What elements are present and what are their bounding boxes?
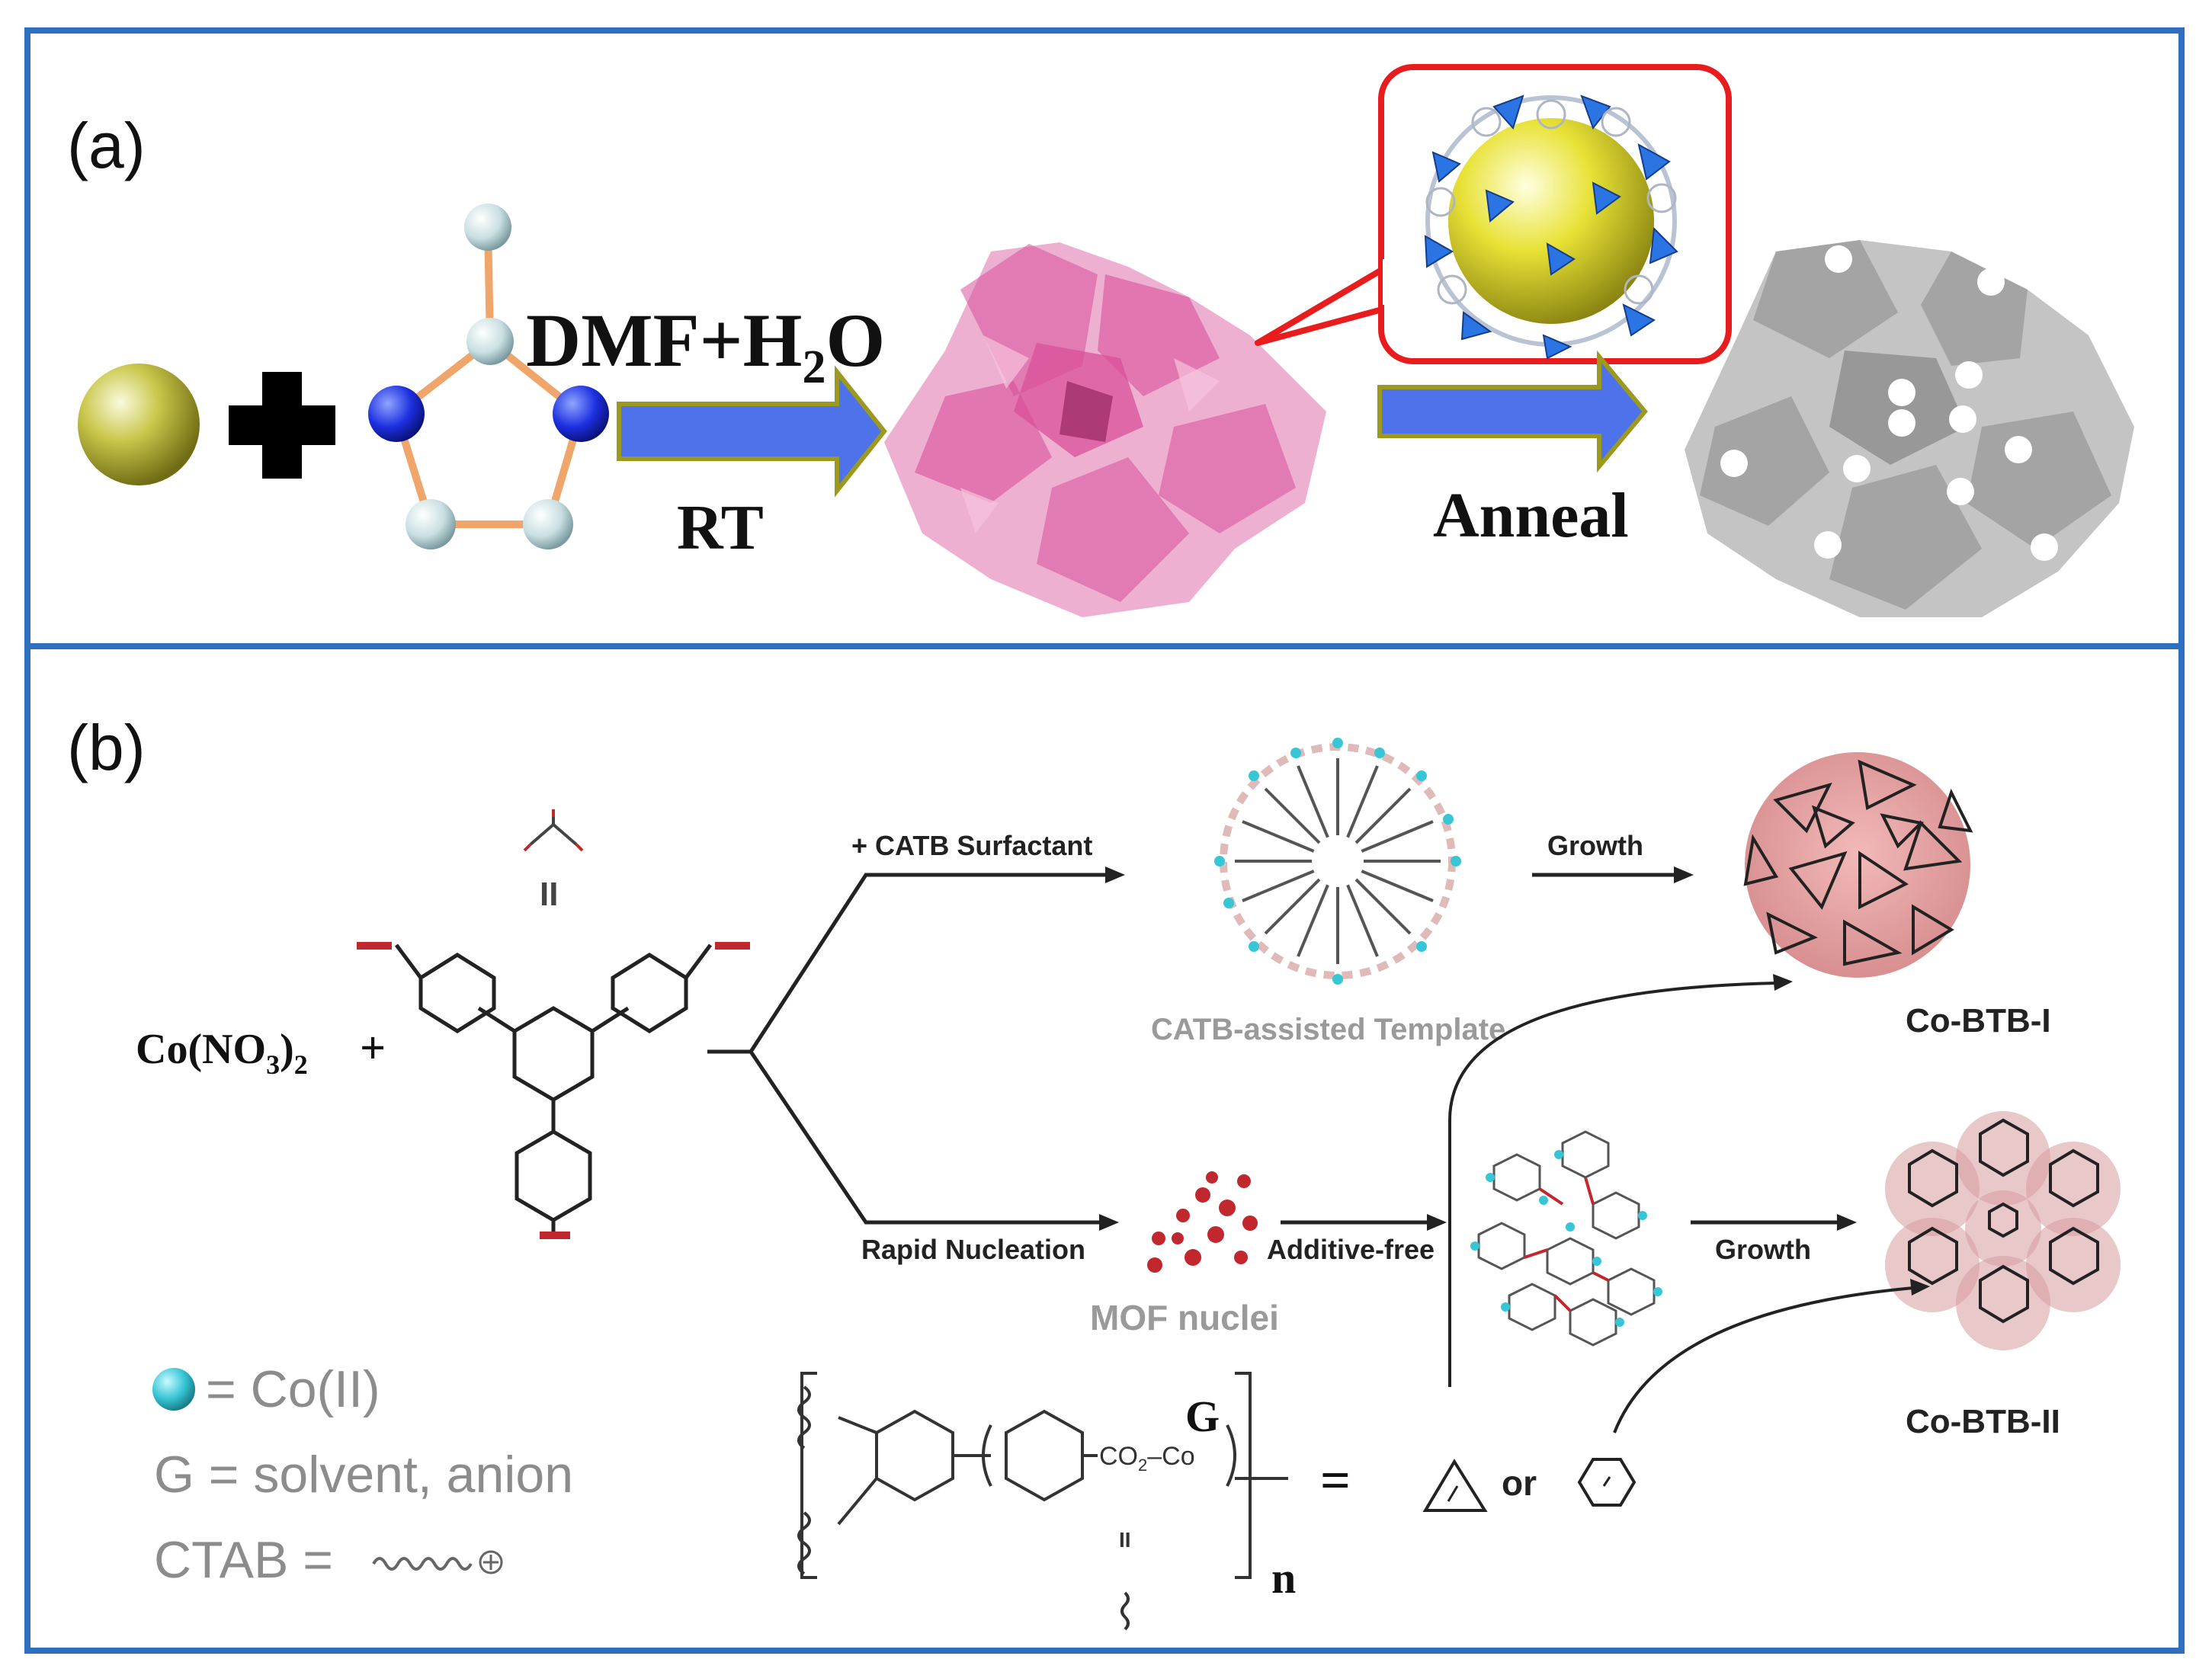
- arrow-head: [1427, 1214, 1447, 1231]
- rt-arrow: [617, 365, 887, 498]
- legend-co: = Co(II): [206, 1360, 380, 1418]
- svg-text:n: n: [1271, 1553, 1296, 1603]
- triangle-sbu-icon: [1422, 1459, 1488, 1512]
- co-ion-icon: [152, 1368, 195, 1411]
- metal-ion-sphere: [78, 364, 200, 485]
- route-top-label: + CATB Surfactant: [851, 830, 1092, 861]
- branch-lines: [707, 873, 1110, 1225]
- panel-a-label: (a): [67, 110, 146, 181]
- hexagon-sbu-icon: [1577, 1458, 1637, 1507]
- arrow-head: [1105, 866, 1125, 883]
- arrow-head: [1773, 974, 1793, 991]
- svg-text:G: G: [1185, 1392, 1220, 1441]
- template-caption: CATB-assisted Template: [1151, 1013, 1505, 1046]
- legend-g: G = solvent, anion: [154, 1446, 573, 1504]
- gray-porous-flower: [1685, 240, 2134, 617]
- reactant-plus: +: [360, 1023, 386, 1073]
- nuclei-caption: MOF nuclei: [1090, 1298, 1279, 1337]
- svg-text:=: =: [1320, 1452, 1351, 1510]
- tritopic-node-icon: [523, 809, 584, 852]
- solvent-label: DMF+H2O: [526, 298, 885, 393]
- svg-text:II: II: [1119, 1528, 1131, 1552]
- arrow-head: [1837, 1214, 1857, 1231]
- curved-arrow-to-co-btb-ii: [1613, 1286, 1914, 1433]
- ctab-micelle-template: [1214, 738, 1461, 985]
- co-btb-ii-flower: [1885, 1111, 2121, 1350]
- route-bottom-label: Rapid Nucleation: [861, 1234, 1085, 1265]
- imidazole-ligand: [368, 203, 609, 549]
- legend-ctab: CTAB =: [154, 1531, 333, 1589]
- arrow-head: [1099, 1214, 1119, 1231]
- anneal-arrow: [1377, 350, 1648, 473]
- mof-network-cluster: [1470, 1130, 1662, 1347]
- co-btb-i-sphere: [1743, 752, 1973, 978]
- zif-cage-callout: [1255, 64, 1732, 364]
- carboxyl-groups: [357, 942, 750, 1239]
- product-2-label: Co-BTB-II: [1906, 1403, 2060, 1440]
- equivalence-mark: II: [540, 876, 558, 913]
- additive-label: Additive-free: [1267, 1234, 1435, 1265]
- growth-top-label: Growth: [1547, 830, 1643, 861]
- or-label: or: [1502, 1463, 1537, 1503]
- coordination-unit-formula: G CO2–Co II n =: [797, 1372, 1351, 1631]
- growth-bottom-label: Growth: [1715, 1234, 1811, 1265]
- rt-label: RT: [677, 492, 764, 563]
- arrow-head: [1910, 1279, 1930, 1296]
- product-1-label: Co-BTB-I: [1906, 1002, 2051, 1039]
- curved-arrow-to-co-btb-i: [1448, 982, 1777, 1387]
- panel-b-label: (b): [67, 712, 146, 783]
- svg-text:CO2–Co: CO2–Co: [1099, 1442, 1195, 1475]
- anneal-label: Anneal: [1433, 480, 1629, 551]
- ctab-tail-icon: [372, 1550, 503, 1574]
- mof-nuclei: [1147, 1171, 1258, 1273]
- btb-ligand: [394, 943, 713, 1232]
- plus-sign-icon: [229, 372, 335, 479]
- arrow-head: [1674, 866, 1694, 883]
- reactant-formula: Co(NO3)2: [136, 1026, 308, 1080]
- pink-mof-flower: [884, 242, 1326, 617]
